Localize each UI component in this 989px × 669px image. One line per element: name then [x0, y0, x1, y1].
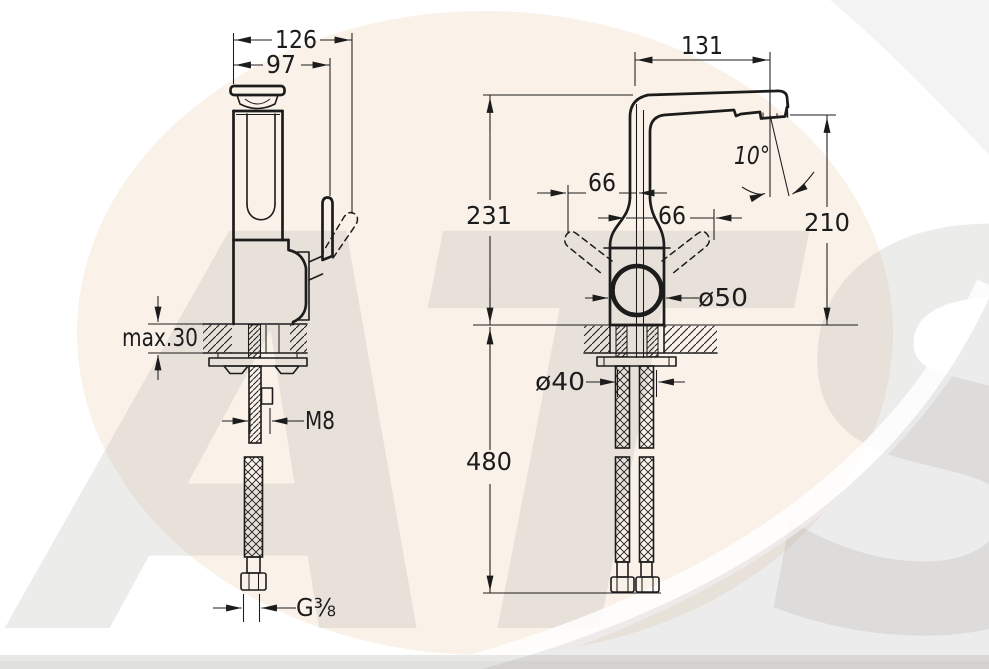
- front-hose: [243, 456, 264, 558]
- side-handle-left-dashed: [563, 230, 613, 275]
- front-mounting-parts: [208, 353, 308, 591]
- dim-counter-thickness: max.30: [122, 323, 198, 352]
- dim-body-diameter: ø50: [698, 283, 748, 312]
- dim-spray-angle: 10°: [734, 141, 770, 170]
- cream-oval: [77, 11, 893, 655]
- dim-reach: 131: [681, 31, 723, 60]
- front-handle-swing-dashed: [322, 211, 359, 259]
- dim-hole-diameter: ø40: [535, 367, 585, 396]
- side-hoses: [610, 365, 660, 593]
- dim-handle-right: 66: [658, 201, 686, 230]
- side-counter-section: [473, 324, 858, 367]
- bottom-band-shade: [0, 661, 989, 669]
- dim-overall-width: 126: [275, 25, 317, 54]
- dim-hose-length: 480: [466, 447, 512, 476]
- front-dimensions: 126 97 max.30 M8 G⅜: [122, 25, 353, 622]
- swoosh-shade: [482, 298, 989, 669]
- corner-shade: [830, 0, 989, 155]
- dim-handle-left: 66: [588, 168, 616, 197]
- bottom-band: [0, 655, 989, 669]
- front-faucet-body: [229, 84, 359, 326]
- dim-total-height: 231: [466, 201, 512, 230]
- front-counter-section: [202, 323, 308, 359]
- watermark-text: ATS: [0, 122, 989, 669]
- dim-spout-width: 97: [266, 50, 296, 79]
- dim-stud-thread: M8: [305, 406, 335, 435]
- front-view: 126 97 max.30 M8 G⅜: [122, 25, 359, 622]
- dim-spout-height: 210: [804, 208, 850, 237]
- side-view: 131 10° 66 66 231: [466, 31, 858, 594]
- side-dimensions: 131 10° 66 66 231: [466, 31, 850, 594]
- dim-hose-thread: G⅜: [296, 593, 336, 622]
- swoosh-highlight: [464, 279, 989, 669]
- side-handle-right-dashed: [661, 230, 711, 275]
- cartridge-circle: [610, 263, 664, 318]
